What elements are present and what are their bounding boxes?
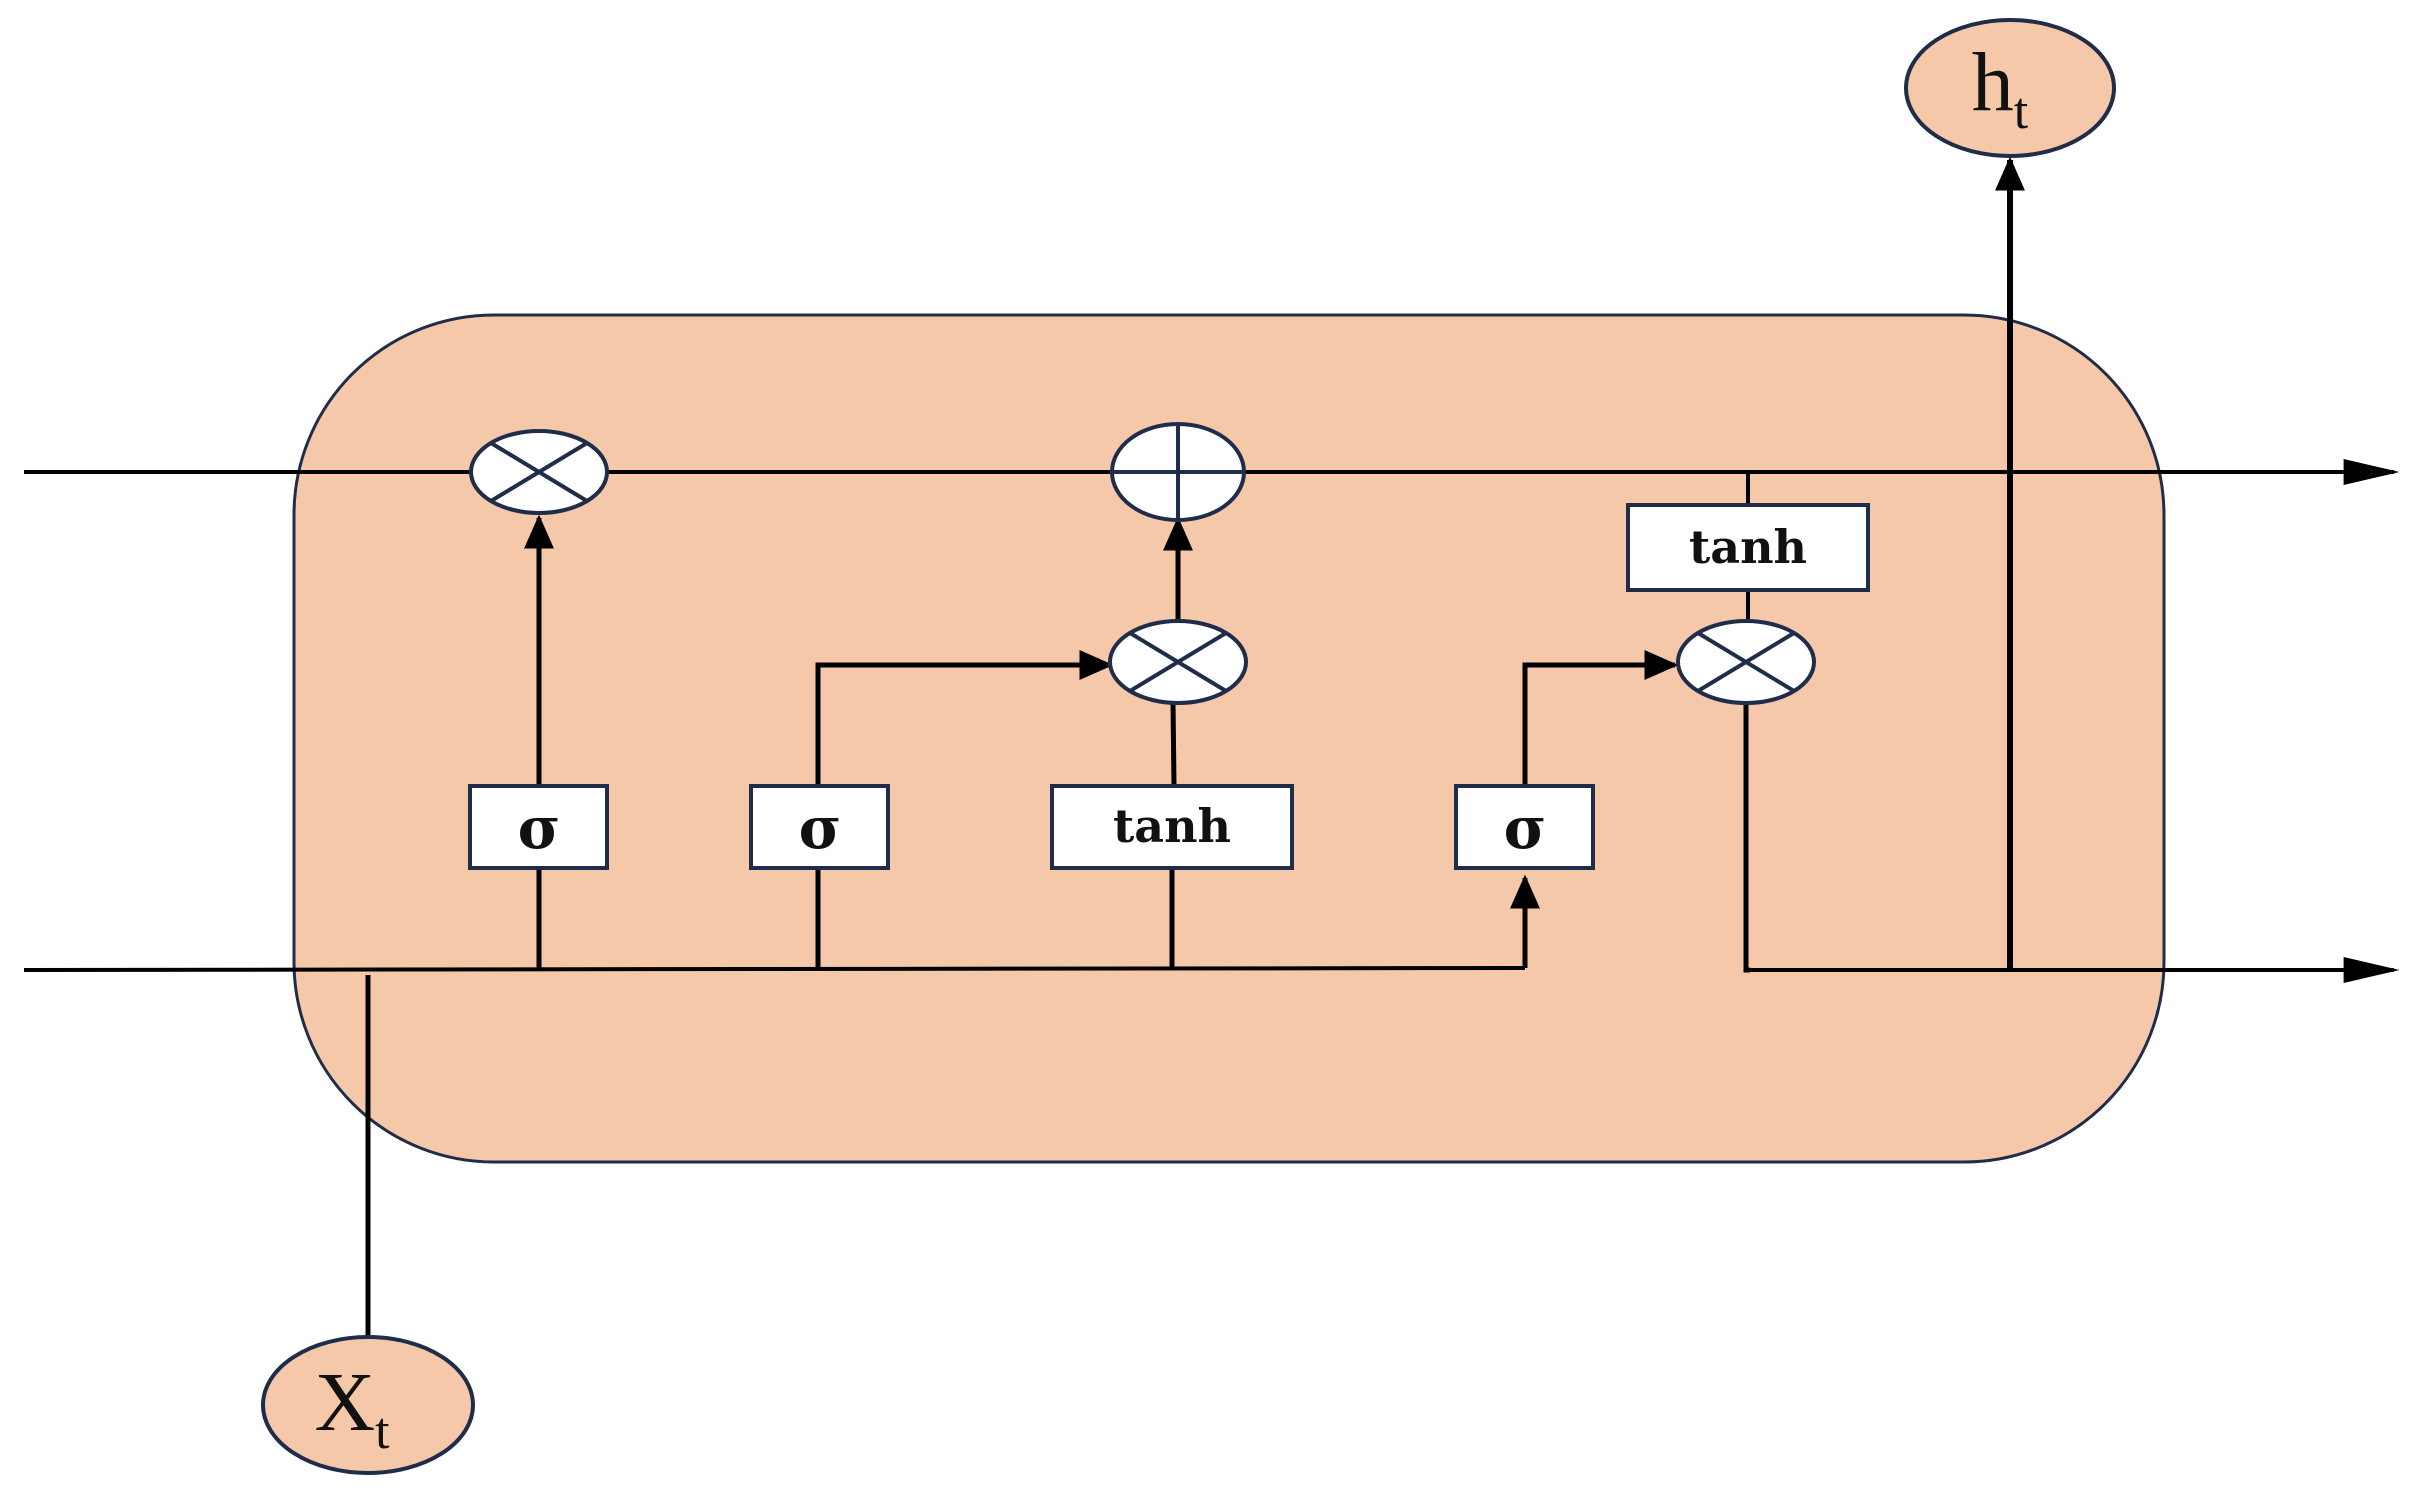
output-ht-subscript: t: [2014, 83, 2029, 140]
output-ht-label: ht: [1972, 36, 2029, 140]
cell-tanh: tanh: [1626, 503, 1870, 592]
input-gate-label: σ: [799, 794, 842, 862]
input-gate-arrow: [815, 650, 1114, 786]
forget-gate-label: σ: [518, 794, 561, 862]
input-xt-node: Xt: [261, 1335, 475, 1475]
multiply-cross-b: [1696, 631, 1796, 693]
hidden-input-line: [23, 966, 1526, 972]
output-gate-label: σ: [1504, 794, 1547, 862]
input-xt-ellipse: [261, 1335, 475, 1475]
candidate-gate: tanh: [1050, 784, 1294, 870]
forget-gate: σ: [468, 784, 609, 870]
cell-tanh-label: tanh: [1689, 520, 1807, 574]
forget-gate-box: [468, 784, 609, 870]
output-gate-arrow: [1522, 650, 1679, 786]
input-xt-main: X: [314, 1356, 375, 1449]
candidate-gate-label: tanh: [1113, 799, 1231, 853]
output-multiply-node: [1676, 619, 1816, 705]
add-node: [1110, 422, 1246, 522]
input-gate-box: [749, 784, 890, 870]
output-ht-main: h: [1972, 36, 2014, 129]
input-multiply-node: [1108, 619, 1248, 705]
input-gate: σ: [749, 784, 890, 870]
forget-multiply-node: [469, 429, 609, 515]
multiply-cross-b: [1128, 631, 1228, 693]
input-xt-subscript: t: [375, 1403, 390, 1460]
output-gate-box: [1454, 784, 1595, 870]
cell-tanh-box: [1626, 503, 1870, 592]
output-ht-node: ht: [1904, 18, 2116, 158]
candidate-gate-box: [1050, 784, 1294, 870]
multiply-cross-b: [489, 441, 589, 503]
output-ht-ellipse: [1904, 18, 2116, 158]
candidate-gate-link: [1170, 701, 1177, 787]
output-mul-to-hidden: [1743, 702, 1750, 973]
output-gate: σ: [1454, 784, 1595, 870]
input-xt-label: Xt: [314, 1356, 390, 1460]
